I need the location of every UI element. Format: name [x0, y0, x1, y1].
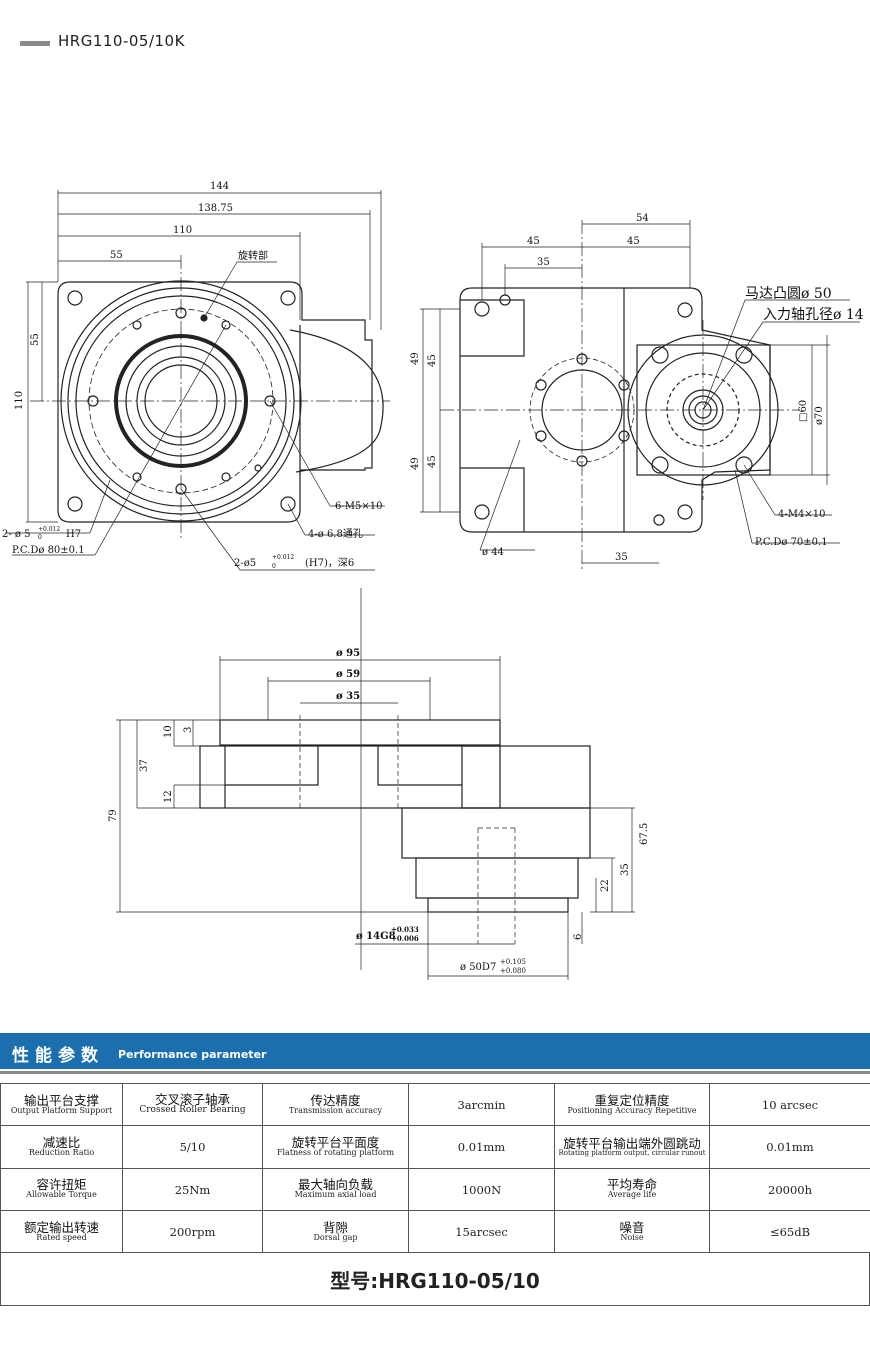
header-accent-bar — [20, 41, 50, 46]
dim-shaft-tol-low: +0.006 — [391, 934, 419, 943]
value-cell: 15arcsec — [408, 1209, 555, 1254]
dim-54: 54 — [636, 213, 649, 224]
dim-spigot-tol-low: +0.080 — [500, 967, 526, 975]
label-motor-boss: 马达凸圆ø 50 — [745, 286, 832, 302]
label-input-bore: 入力轴孔径ø 14 — [763, 307, 864, 323]
dim-55-top: 55 — [110, 250, 123, 261]
callout-pin-depth-tol: +0.012 — [272, 554, 294, 561]
callout-hole-6-8: 4-ø 6.8通孔 — [308, 528, 363, 540]
dim-144: 144 — [210, 181, 229, 192]
dim-67-5: 67.5 — [639, 823, 650, 845]
dim-110-left: 110 — [14, 391, 25, 410]
dim-37: 37 — [139, 759, 150, 772]
dim-12: 12 — [163, 790, 174, 803]
callout-pin-depth: 2-ø5 — [234, 558, 256, 569]
performance-title-en: Performance parameter — [118, 1048, 267, 1061]
value-cell: 5/10 — [122, 1125, 263, 1169]
callout-pin-h7-tol2: 0 — [38, 534, 42, 541]
dim-3: 3 — [183, 727, 194, 733]
callout-pin-depth-suffix: (H7)，深6 — [305, 557, 354, 569]
callout-m4: 4-M4×10 — [778, 509, 825, 520]
value-cell: 20000h — [709, 1167, 870, 1211]
performance-band — [0, 1033, 870, 1069]
callout-pin-h7-tol: +0.012 — [38, 526, 60, 533]
label-rotating-part: 旋转部 — [238, 249, 268, 262]
dim-35-side: 35 — [620, 863, 631, 876]
callout-pcd80: P.C.Dø 80±0.1 — [12, 545, 85, 556]
dim-shaft-fit: ø 14G8 — [356, 931, 396, 942]
dim-spigot: ø 50D7 — [460, 962, 496, 973]
dim-79: 79 — [108, 809, 119, 822]
performance-divider — [0, 1071, 870, 1074]
dim-45-a: 45 — [527, 236, 540, 247]
callout-pin-depth-tol2: 0 — [272, 563, 276, 570]
value-cell: ≤65dB — [709, 1209, 870, 1254]
value-cell: 200rpm — [122, 1209, 263, 1254]
value-cell: 25Nm — [122, 1167, 263, 1211]
dim-dia-59: ø 59 — [336, 669, 360, 680]
value-cell: 0.01mm — [408, 1125, 555, 1169]
technical-drawing: 144 138.75 110 55 55 110 旋转部 6-M5×10 4-ø… — [2, 181, 864, 980]
model-row: 型号:HRG110-05/10 — [0, 1253, 870, 1306]
dim-dia-70: ø70 — [814, 406, 825, 425]
dim-10: 10 — [163, 725, 174, 738]
page-title: HRG110-05/10K — [58, 32, 185, 50]
model-number: 型号:HRG110-05/10 — [330, 1268, 540, 1293]
callout-pcd70: P.C.Dø 70±0.1 — [755, 537, 828, 548]
dim-22: 22 — [600, 879, 611, 892]
dim-49-bottom: 49 — [410, 457, 421, 470]
value-cell: 1000N — [408, 1167, 555, 1211]
dim-shaft-tol-up: +0.033 — [391, 925, 419, 934]
dim-49-top: 49 — [410, 352, 421, 365]
value-cell: 10 arcsec — [709, 1082, 870, 1127]
dim-dia-35: ø 35 — [336, 691, 360, 702]
dim-dia-95: ø 95 — [336, 648, 360, 659]
dim-35-bottom: 35 — [615, 552, 628, 563]
callout-m5: 6-M5×10 — [335, 501, 382, 512]
performance-title-cn: 性能参数 — [12, 1046, 104, 1066]
value-cell: 3arcmin — [408, 1082, 555, 1127]
dim-square-60: □60 — [798, 400, 809, 422]
callout-pin-h7: 2- ø 5 — [2, 529, 30, 540]
dim-45-upper: 45 — [427, 354, 438, 367]
dim-6: 6 — [573, 934, 584, 940]
dim-110-top: 110 — [173, 225, 192, 236]
dim-55-left: 55 — [30, 333, 41, 346]
dim-35-top: 35 — [537, 257, 550, 268]
dim-45-lower: 45 — [427, 455, 438, 468]
dim-spigot-tol-up: +0.105 — [500, 958, 526, 966]
value-cell: 0.01mm — [709, 1125, 870, 1169]
dim-138-75: 138.75 — [198, 203, 233, 214]
callout-pin-h7-suffix: H7 — [66, 529, 81, 540]
dim-dia-44: ø 44 — [482, 547, 504, 558]
dim-45-b: 45 — [627, 236, 640, 247]
